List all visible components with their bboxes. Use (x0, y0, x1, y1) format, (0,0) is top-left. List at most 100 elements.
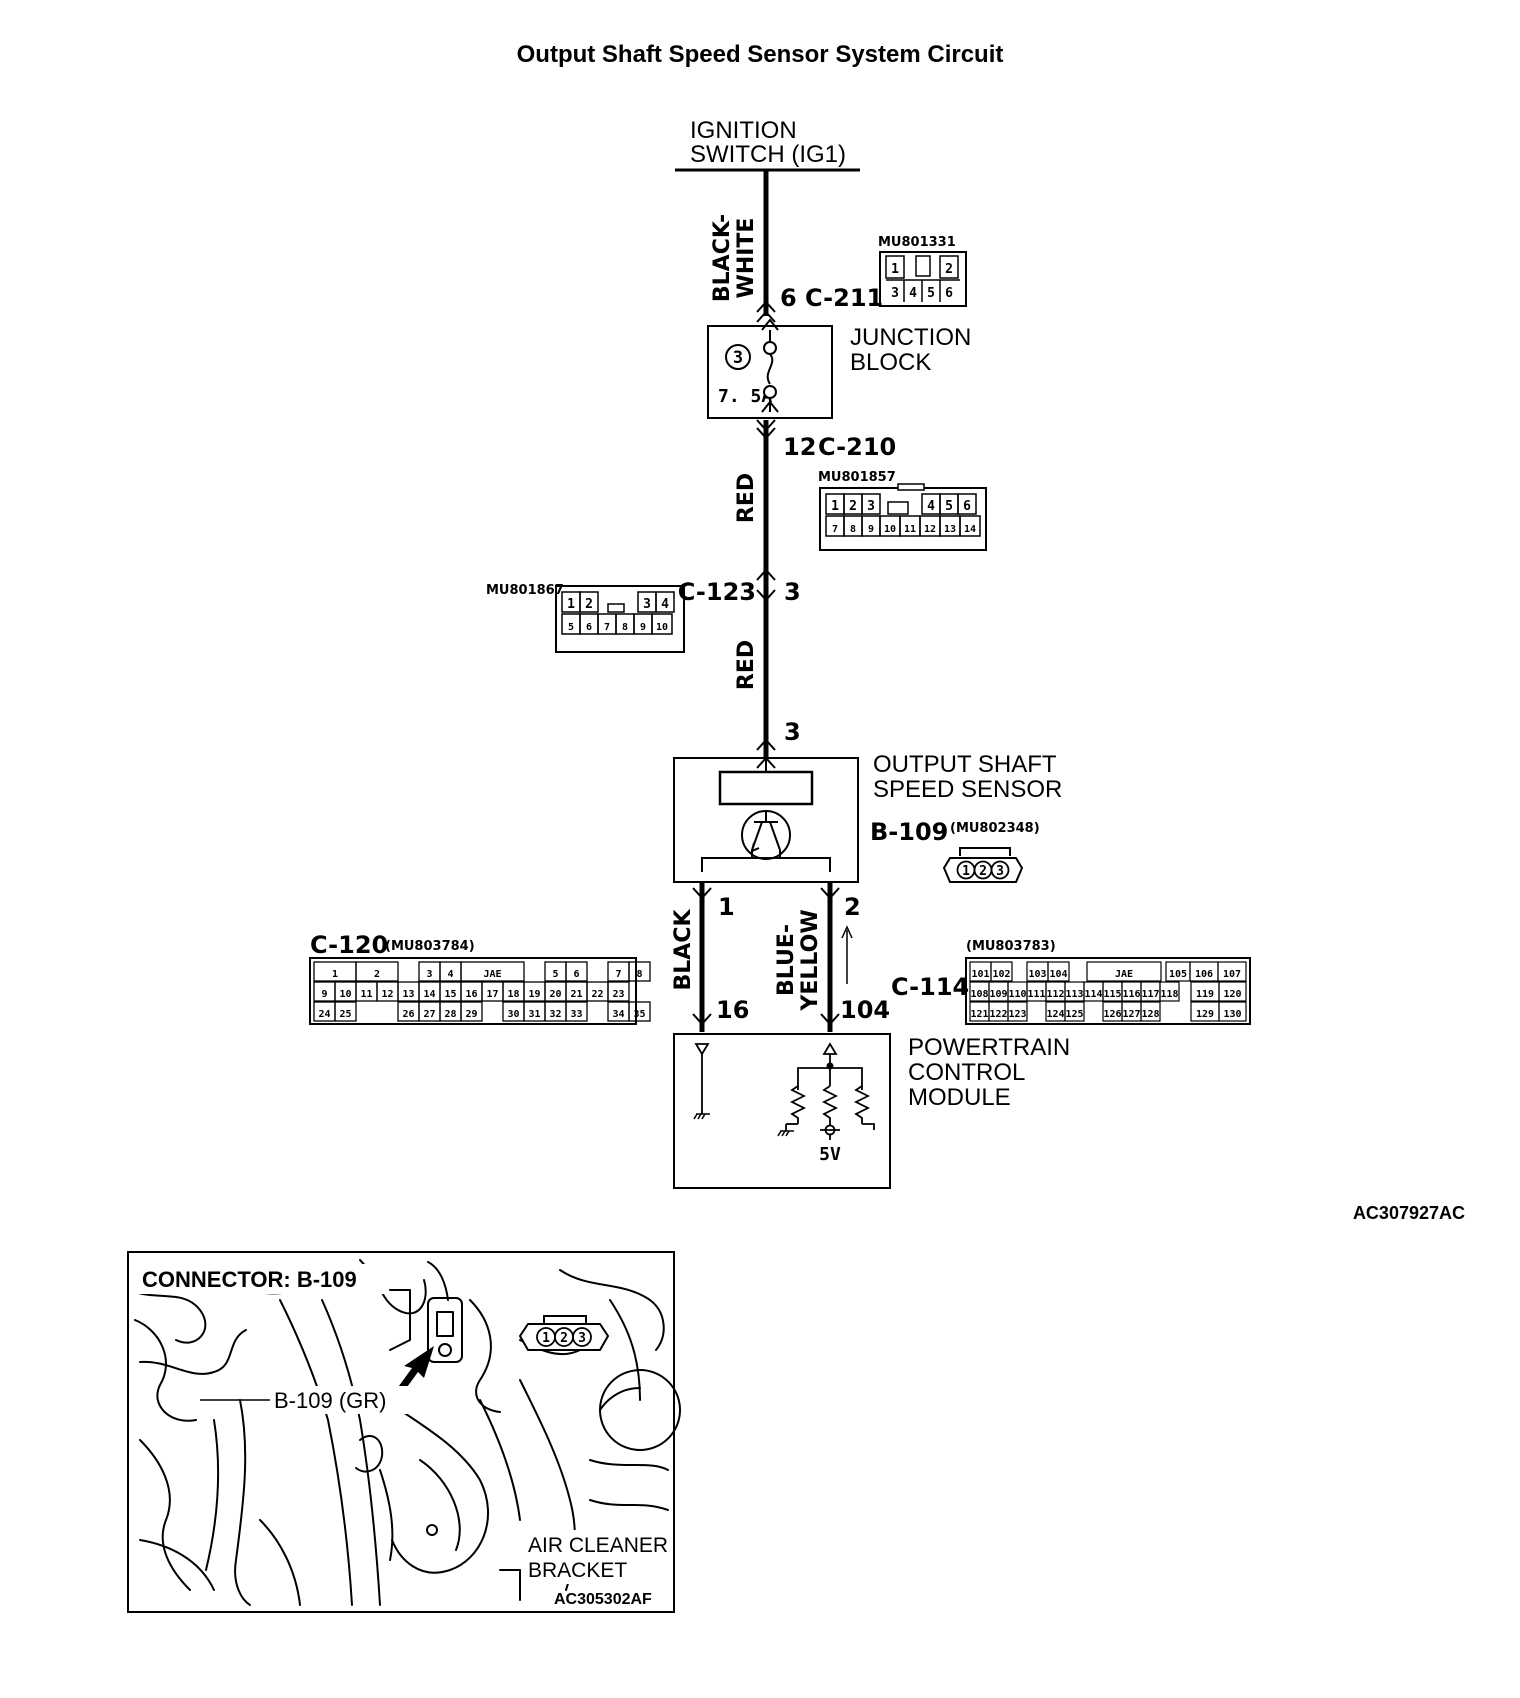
c114-cell (1064, 1001, 1085, 1022)
c210-key (887, 501, 909, 515)
c114-cell-label: 126 (1103, 1009, 1121, 1020)
c123-cell-label: 9 (640, 622, 646, 633)
c120-cell-label: 21 (570, 989, 582, 1000)
c210-cell (861, 493, 881, 515)
wire-label-red-lower: RED (734, 640, 759, 690)
c114-cell-label: 120 (1223, 989, 1241, 1000)
junction-block-label-line1: JUNCTION (850, 324, 971, 351)
c114-cell (1159, 981, 1180, 1002)
wire-label-black-white: BLACK- WHITE (710, 214, 759, 302)
photo-connector-label: B-109 (GR) (274, 1388, 386, 1413)
svg-text:2: 2 (945, 262, 953, 277)
c120-cell-label: 3 (426, 969, 432, 980)
c211-connector-symbol (756, 300, 776, 323)
svg-text:YELLOW: YELLOW (798, 909, 823, 1011)
c114-cell-label: 121 (970, 1009, 988, 1020)
c123-cell-label: 3 (643, 597, 651, 612)
ground-icon (693, 1113, 710, 1120)
c210-connector-symbol (756, 419, 776, 440)
c114-cell-label: 123 (1008, 1009, 1026, 1020)
c210-cell-label: 3 (867, 499, 875, 514)
ignition-label-line2: SWITCH (IG1) (690, 141, 846, 168)
c210-cell-label: 12 (924, 524, 936, 535)
c120-cell (460, 961, 525, 982)
c120-cell-label: 24 (318, 1009, 330, 1020)
c114-cell-label: 107 (1223, 969, 1241, 980)
connector-location-photo: CONNECTOR: B-109 1 2 3 B-109 (GR) AIR CL… (127, 1251, 681, 1613)
svg-text:3: 3 (891, 286, 899, 301)
c120-cell-label: 14 (423, 989, 435, 1000)
c123-cell (651, 613, 673, 635)
c114-cell-label: 105 (1169, 969, 1187, 980)
sensor-bottom-connector-symbols (692, 887, 840, 1026)
sensor-top-pin: 3 (784, 718, 801, 746)
c114-cell-label: 129 (1196, 1009, 1214, 1020)
svg-text:5: 5 (927, 286, 935, 301)
c120-cell-label: 19 (528, 989, 540, 1000)
c114-cell-label: 103 (1028, 969, 1046, 980)
c120-cell-label: 30 (507, 1009, 519, 1020)
photo-connector-face-icon: 1 2 3 (518, 1315, 610, 1351)
c114-cell (1218, 981, 1247, 1002)
c210-cell-label: 2 (849, 499, 857, 514)
c211-pin: 6 (780, 284, 797, 312)
c123-cell-label: 2 (585, 597, 593, 612)
pcm-pin-16: 16 (716, 996, 749, 1024)
c120-cell (355, 961, 399, 982)
c114-cell (990, 961, 1013, 982)
sensor-label-line1: OUTPUT SHAFT (873, 751, 1057, 778)
c114-cell-label: 118 (1160, 989, 1178, 1000)
c120-cell-label: 15 (444, 989, 456, 1000)
c123-cell-label: 10 (656, 622, 668, 633)
c120-cell-label: 20 (549, 989, 561, 1000)
c210-cell (959, 515, 981, 537)
diagram-reference-code: AC307927AC (1353, 1203, 1465, 1223)
ignition-switch: IGNITION SWITCH (IG1) (675, 117, 860, 172)
c114-cell-label: 125 (1065, 1009, 1083, 1020)
c114-cell-label: 128 (1141, 1009, 1159, 1020)
c210-cell-label: 10 (884, 524, 896, 535)
sensor-pin-1: 1 (718, 893, 735, 921)
c123-cell-label: 1 (567, 597, 575, 612)
c114-cell-label: 102 (992, 969, 1010, 980)
c120-cell-label: 17 (486, 989, 498, 1000)
pcm-pin-104: 104 (840, 996, 890, 1024)
c114-cell (1086, 961, 1162, 982)
location-arrow-icon (396, 1346, 434, 1394)
photo-reference-code: AC305302AF (554, 1591, 652, 1608)
c114-cell-label: 127 (1122, 1009, 1140, 1020)
c120-cell-label: 35 (633, 1009, 645, 1020)
c123-cell-label: 4 (661, 597, 669, 612)
c120-cell-label: 32 (549, 1009, 561, 1020)
svg-text:6: 6 (945, 286, 953, 301)
c120-cell-label: 8 (636, 969, 642, 980)
pcm-label-line3: MODULE (908, 1084, 1011, 1111)
svg-text:BLUE-: BLUE- (774, 924, 799, 996)
pcm-label-line1: POWERTRAIN (908, 1034, 1070, 1061)
c120-cell-label: 25 (339, 1009, 351, 1020)
c210-cell-label: 6 (963, 499, 971, 514)
c120-cell-label: 29 (465, 1009, 477, 1020)
c210-name: C-210 (818, 433, 896, 461)
c114-cell-label: 114 (1084, 989, 1102, 1000)
svg-text:WHITE: WHITE (734, 218, 759, 299)
c120-cell-label: 10 (339, 989, 351, 1000)
c114-cell-label: 101 (971, 969, 989, 980)
c120-cell-label: 28 (444, 1009, 456, 1020)
c120-cell (628, 961, 651, 982)
c120-cell-label: 12 (381, 989, 393, 1000)
c120-cell-label: JAE (483, 969, 501, 980)
c120-cell (565, 1001, 588, 1022)
c210-cell-label: 4 (927, 499, 935, 514)
c123-cell-label: 5 (568, 622, 574, 633)
fuse-rating: 7. 5A (718, 386, 772, 407)
c114-cell-label: 113 (1065, 989, 1083, 1000)
c123-name: C-123 (678, 578, 756, 606)
photo-title: CONNECTOR: B-109 (142, 1267, 357, 1292)
wire-label-black: BLACK (671, 909, 696, 991)
sensor-label-line2: SPEED SENSOR (873, 776, 1062, 803)
c114-cell (1140, 1001, 1161, 1022)
c120-cell (334, 1001, 357, 1022)
c114-cell-label: 108 (970, 989, 988, 1000)
